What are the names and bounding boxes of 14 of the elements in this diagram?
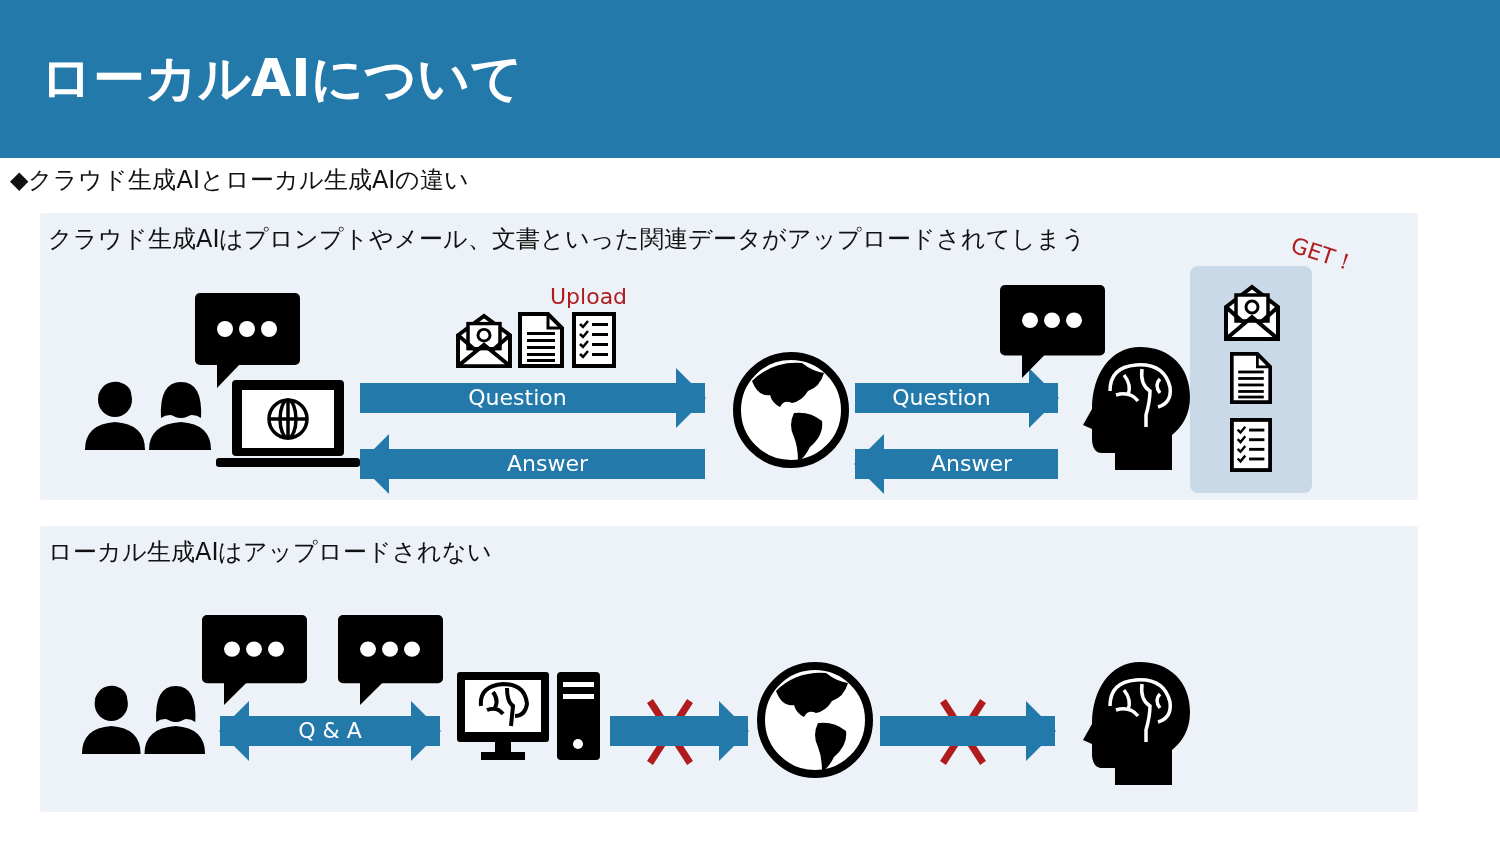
panel-heading: クラウド生成AIはプロンプトやメール、文書といった関連データがアップロードされてしまう [48, 224, 1087, 255]
block-arrow [219, 701, 441, 761]
data-panel [1190, 266, 1312, 493]
upload-label: Upload [550, 284, 628, 309]
block-arrow [854, 434, 1058, 494]
section-heading: ◆クラウド生成AIとローカル生成AIの違い [10, 165, 470, 196]
panel-heading: ローカル生成AIはアップロードされない [48, 537, 493, 568]
slide-title: ローカルAIについて [40, 47, 523, 110]
block-arrow [855, 368, 1059, 428]
block-arrow [880, 701, 1056, 761]
panel [40, 526, 1418, 812]
block-arrow [610, 701, 749, 761]
block-arrow [359, 434, 705, 494]
callout-text: GET！ [1287, 231, 1360, 279]
